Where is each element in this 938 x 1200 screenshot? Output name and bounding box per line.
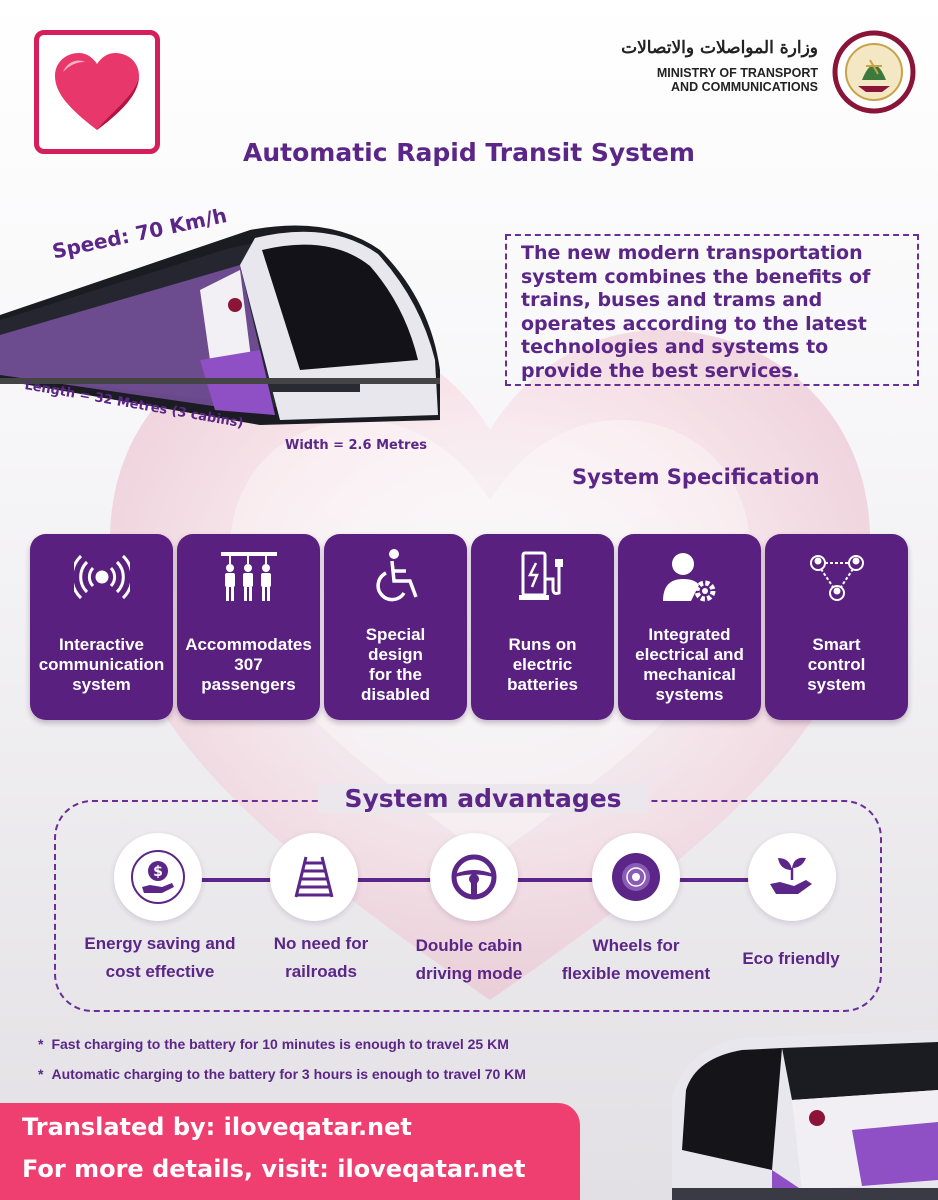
spec-label: Runs on electric batteries — [507, 635, 578, 694]
user-gear-icon — [618, 546, 761, 608]
steering-wheel-icon — [451, 854, 497, 900]
ministry-english-line1: MINISTRY OF TRANSPORT — [656, 66, 818, 80]
advantage-label-wheels: Wheels for flexible movement — [561, 936, 711, 983]
ministry-english-line2: AND COMMUNICATIONS — [671, 80, 818, 94]
tram-illustration-small — [672, 1030, 938, 1200]
advantage-label-railroads: No need for railroads — [273, 934, 369, 981]
advantage-circle-railroads — [270, 833, 358, 921]
footer-banner: Translated by: iloveqatar.net For more d… — [0, 1103, 580, 1200]
description-text: The new modern transportation system com… — [521, 242, 871, 382]
spec-card-integrated-systems: Integrated electrical and mechanical sys… — [618, 534, 761, 720]
tram-illustration — [0, 225, 440, 425]
heart-icon — [55, 53, 139, 130]
wireless-signal-icon — [30, 546, 173, 608]
note-bullet: * — [38, 1066, 44, 1082]
ministry-arabic-name: وزارة المواصلات والاتصالات — [621, 38, 818, 58]
advantage-label-eco: Eco friendly — [742, 949, 840, 968]
site-logo[interactable] — [34, 30, 160, 154]
advantage-label-driving: Double cabin driving mode — [415, 936, 523, 983]
advantages-heading: System advantages — [318, 784, 648, 813]
advantage-circle-wheels — [592, 833, 680, 921]
note-bullet: * — [38, 1036, 44, 1052]
charging-station-icon — [471, 546, 614, 608]
advantage-circle-energy: $ — [114, 833, 202, 921]
note-text: Automatic charging to the battery for 3 … — [51, 1066, 526, 1082]
spec-card-communication: Interactive communication system — [30, 534, 173, 720]
spec-card-disabled: Special design for the disabled — [324, 534, 467, 720]
plant-hand-icon — [770, 857, 812, 894]
banner-translated-by[interactable]: Translated by: iloveqatar.net — [22, 1113, 412, 1141]
specification-heading: System Specification — [572, 465, 820, 489]
note-fast-charging: * Fast charging to the battery for 10 min… — [38, 1036, 509, 1052]
spec-label: Accommodates 307 passengers — [185, 635, 312, 694]
spec-label: Interactive communication system — [38, 635, 165, 694]
wheelchair-icon — [324, 546, 467, 608]
page-title: Automatic Rapid Transit System — [243, 138, 695, 167]
advantage-circle-eco — [748, 833, 836, 921]
width-label: Width = 2.6 Metres — [285, 438, 428, 453]
advantage-label-energy: Energy saving and cost effective — [84, 934, 236, 981]
qatar-state-emblem — [832, 30, 916, 114]
money-hand-icon: $ — [131, 850, 185, 904]
spec-label: Special design for the disabled — [361, 625, 430, 704]
description-box: The new modern transportation system com… — [505, 234, 919, 386]
spec-card-passengers: Accommodates 307 passengers — [177, 534, 320, 720]
banner-more-details[interactable]: For more details, visit: iloveqatar.net — [22, 1155, 526, 1183]
specification-list: Interactive communication system Accommo… — [30, 534, 910, 722]
network-nodes-icon — [765, 546, 908, 608]
standing-passengers-icon — [177, 546, 320, 608]
note-automatic-charging: * Automatic charging to the battery for 3… — [38, 1066, 526, 1082]
spec-card-batteries: Runs on electric batteries — [471, 534, 614, 720]
spec-label: Integrated electrical and mechanical sys… — [635, 625, 744, 704]
ministry-english-name: MINISTRY OF TRANSPORT AND COMMUNICATIONS — [618, 66, 818, 94]
svg-text:$: $ — [153, 864, 163, 880]
spec-card-smart-control: Smart control system — [765, 534, 908, 720]
wheel-icon — [612, 853, 660, 901]
advantage-circle-driving — [430, 833, 518, 921]
note-text: Fast charging to the battery for 10 minu… — [51, 1036, 509, 1052]
railroad-track-icon — [294, 856, 334, 898]
spec-label: Smart control system — [807, 635, 866, 694]
